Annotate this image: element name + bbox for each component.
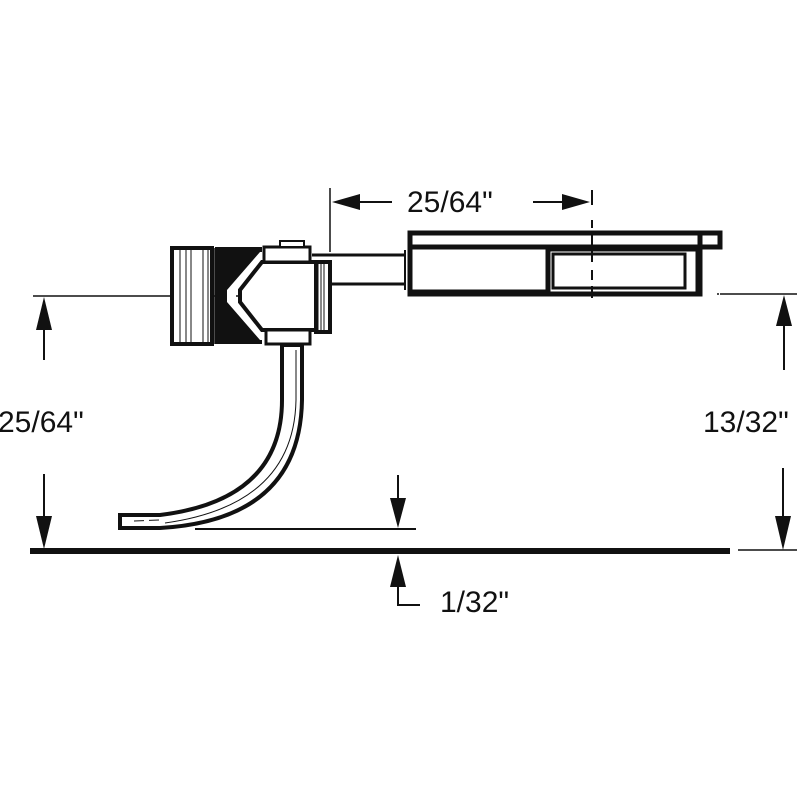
label-right-height: 13/32" [703, 406, 789, 439]
dim-trip-pin-clearance [195, 475, 420, 606]
label-shank-length: 25/64" [407, 186, 493, 219]
coupler-shank [312, 250, 406, 290]
dim-left-height [36, 297, 52, 549]
label-trip-pin-clearance: 1/32" [440, 586, 509, 619]
coupler-head [215, 240, 332, 346]
dim-right-height [717, 293, 797, 551]
trip-pin [118, 343, 304, 530]
label-left-height: 25/64" [0, 406, 84, 439]
draft-gear-box [407, 230, 723, 297]
coupler-knuckle-face [170, 246, 215, 346]
dim-shank-length [329, 188, 590, 252]
